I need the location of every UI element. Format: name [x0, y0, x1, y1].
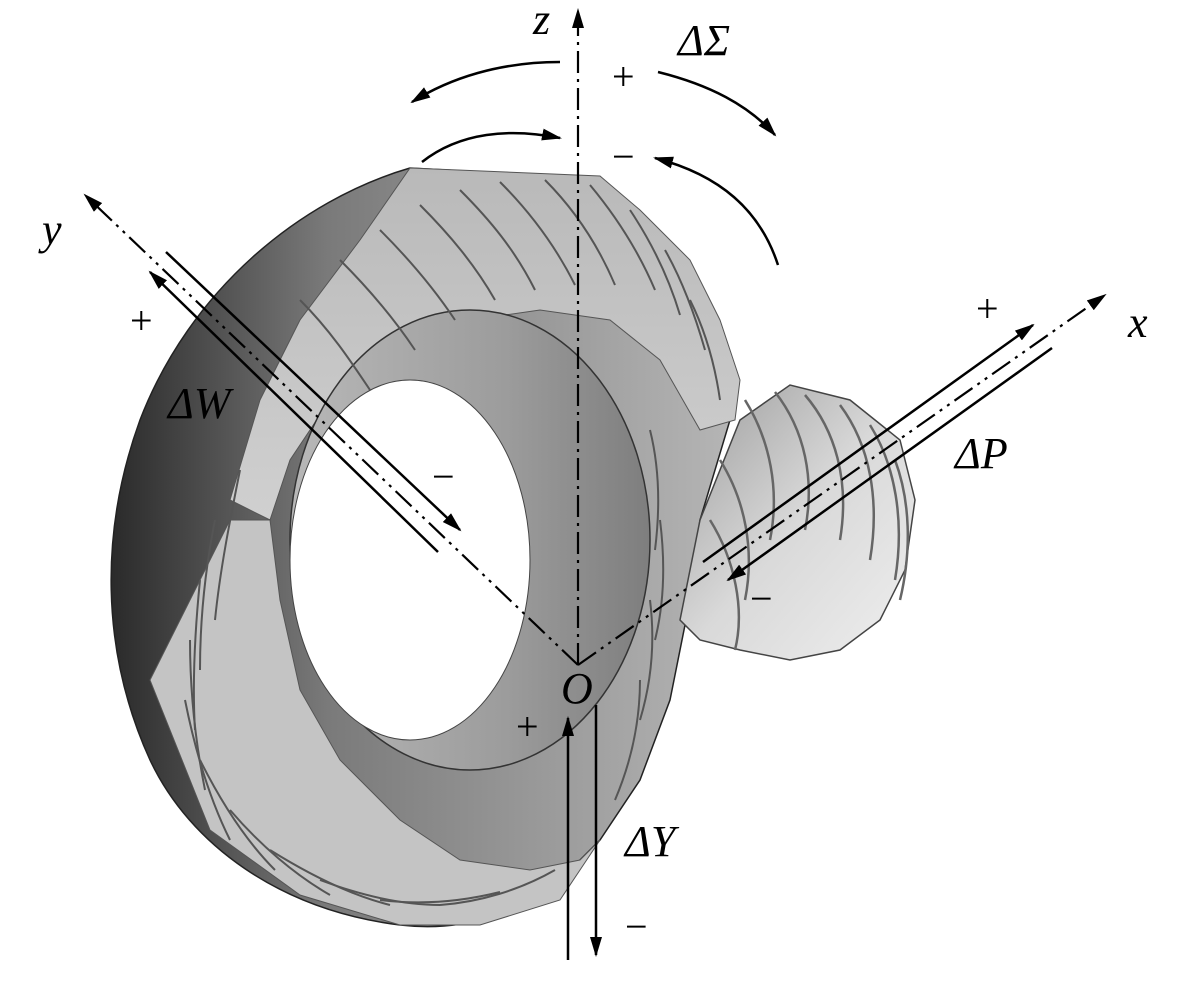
sigma-label: ΔΣ — [676, 16, 730, 65]
adjustment-arrows — [148, 60, 1053, 960]
x-axis — [577, 293, 1107, 666]
pinion-tooth-lines — [708, 391, 910, 651]
z-axis-label: z — [532, 0, 550, 44]
pinion-gear — [679, 384, 916, 661]
pinion-body — [679, 384, 916, 661]
coordinate-axes — [83, 8, 1107, 666]
labels: z y x O ΔΣ + − ΔW + − ΔP + − ΔY + − — [38, 0, 1148, 949]
sigma-plus-right-arc — [657, 70, 777, 137]
y-offset-plus-sign: + — [516, 704, 539, 749]
w-minus-sign: − — [432, 454, 455, 499]
w-label: ΔW — [166, 379, 234, 428]
ring-gear-tooth-lines — [184, 179, 721, 906]
ring-gear-bore-opening — [289, 379, 531, 741]
sigma-minus-right-arc — [653, 156, 780, 266]
ring-gear-top-teeth — [229, 167, 741, 521]
p-minus-arrow — [726, 346, 1053, 582]
y-axis — [83, 193, 579, 666]
x-axis-label: x — [1127, 298, 1148, 347]
sigma-minus-sign: − — [612, 134, 635, 179]
sigma-plus-sign: + — [612, 54, 635, 99]
w-plus-arrow — [148, 270, 439, 553]
p-plus-arrow — [702, 323, 1035, 564]
sigma-minus-left-arc — [421, 128, 562, 163]
y-axis-label: y — [38, 205, 62, 254]
w-minus-arrow — [165, 251, 462, 532]
p-minus-sign: − — [750, 576, 773, 621]
ring-gear — [110, 167, 741, 928]
y-offset-label: ΔY — [623, 817, 680, 866]
ring-gear-bottom-teeth — [149, 519, 601, 926]
w-plus-sign: + — [130, 298, 153, 343]
p-label: ΔP — [953, 429, 1008, 478]
p-plus-sign: + — [976, 286, 999, 331]
y-offset-minus-sign: − — [625, 904, 648, 949]
origin-label: O — [561, 664, 593, 713]
sigma-plus-left-arc — [410, 60, 561, 104]
